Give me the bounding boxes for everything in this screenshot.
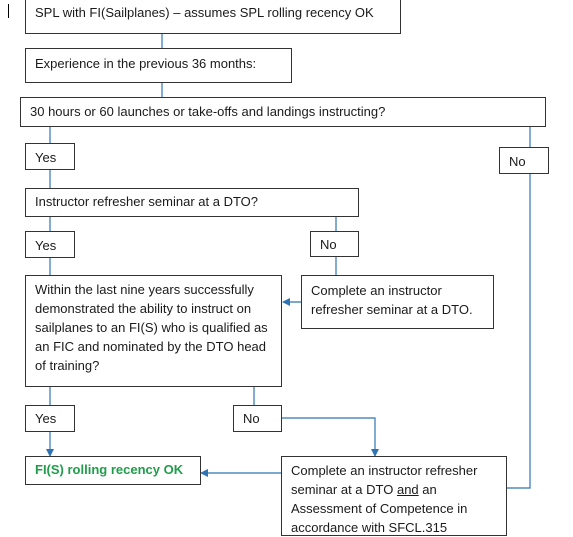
final-text-and: and [396,482,419,497]
seminar-question-text: Instructor refresher seminar at a DTO? [35,194,259,209]
flow-connectors [46,33,531,489]
demo-question-text: Within the last nine years successfully … [35,282,268,373]
final-text-part1: Complete an instructor refresher seminar… [291,463,478,497]
connector-no-to-final [507,173,531,489]
yes-label-1: Yes [25,143,75,170]
experience-box: Experience in the previous 36 months: [25,48,292,83]
complete-seminar-text: Complete an instructor refresher seminar… [311,283,473,317]
demo-question-box: Within the last nine years successfully … [25,275,282,387]
experience-text: Experience in the previous 36 months: [35,56,257,71]
recency-ok-text: FI(S) rolling recency OK [35,462,184,477]
yes-label-2: Yes [25,231,75,258]
hours-question-text: 30 hours or 60 launches or take-offs and… [30,104,386,119]
start-box: SPL with FI(Sailplanes) – assumes SPL ro… [25,0,401,34]
arrow-no-to-final [282,417,379,457]
seminar-question-box: Instructor refresher seminar at a DTO? [25,188,359,217]
no-label-1: No [499,147,549,174]
no-label-2: No [310,231,359,257]
hours-question-box: 30 hours or 60 launches or take-offs and… [20,97,546,127]
no-label-3: No [233,405,282,432]
complete-seminar-box: Complete an instructor refresher seminar… [301,275,494,329]
start-text: SPL with FI(Sailplanes) – assumes SPL ro… [35,5,374,20]
recency-ok-box: FI(S) rolling recency OK [25,456,201,485]
text-cursor [8,4,9,18]
final-requirement-box: Complete an instructor refresher seminar… [281,456,507,536]
yes-label-3: Yes [25,405,75,432]
